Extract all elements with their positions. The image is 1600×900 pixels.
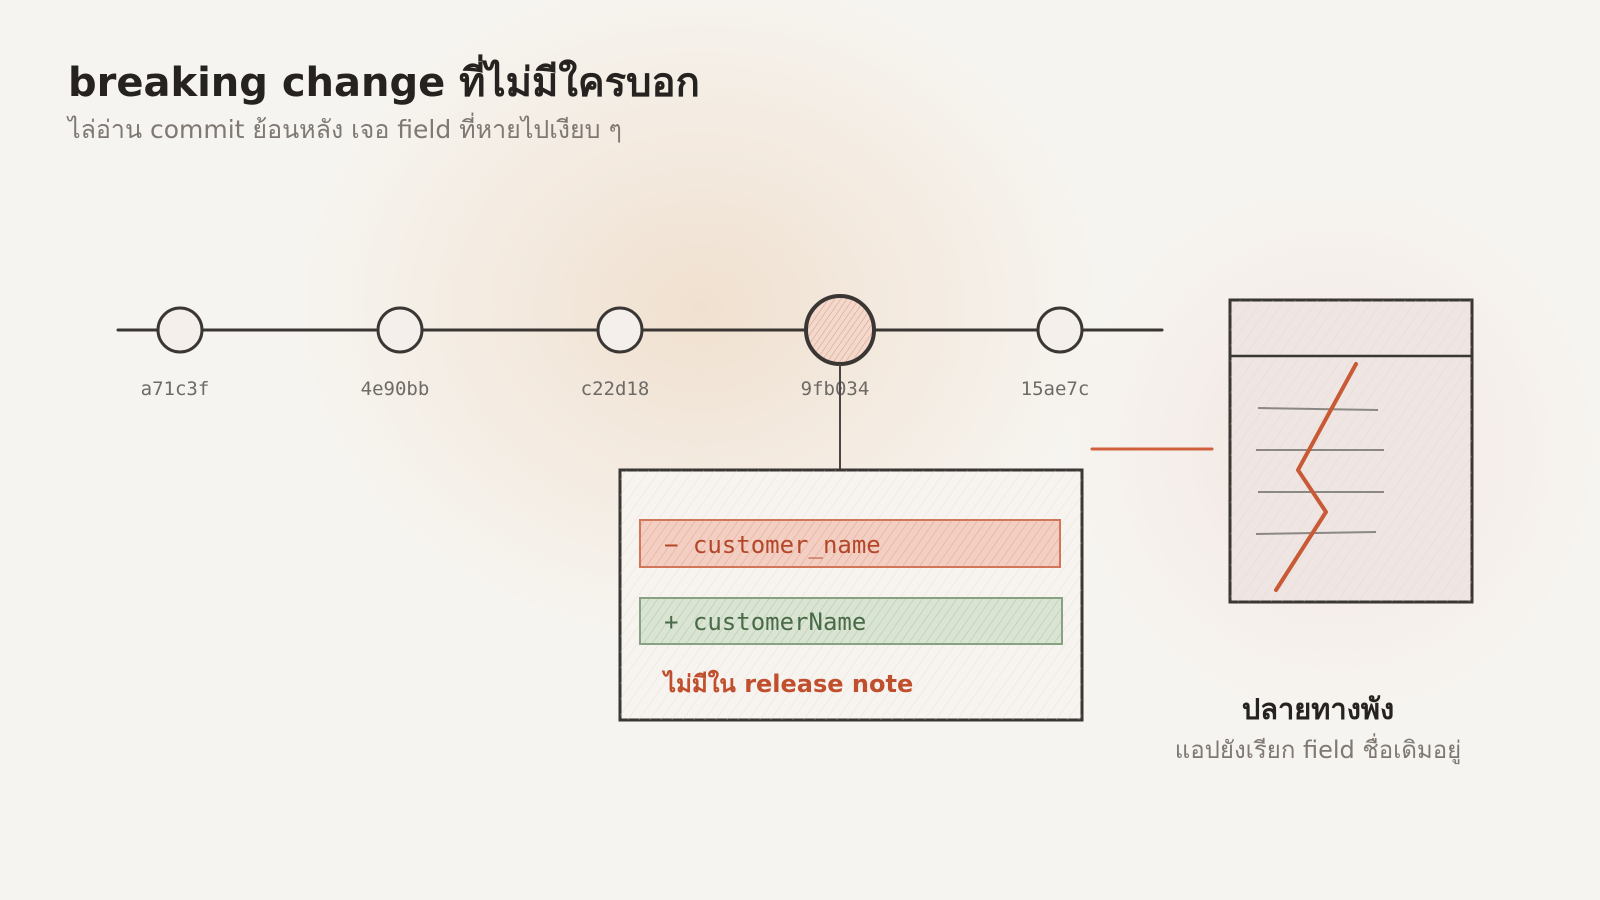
commit-hash-label: c22d18 (581, 378, 650, 400)
content-line (1255, 531, 1377, 535)
commit-node: 15ae7c (1021, 306, 1090, 400)
crack-icon (1274, 362, 1358, 592)
commit-hash-label: 4e90bb (361, 378, 430, 400)
commit-node-circle (596, 306, 644, 354)
slide-title: breaking change ที่ไม่มีใครบอก (68, 60, 700, 106)
commit-hash-label: a71c3f (141, 378, 210, 400)
downstream-title: ปลายทางพัง (1241, 692, 1395, 726)
diff-added-line: + customerName (664, 608, 866, 636)
slide-subtitle: ไล่อ่าน commit ย้อนหลัง เจอ field ที่หาย… (68, 115, 622, 144)
downstream-subtitle: แอปยังเรียก field ชื่อเดิมอยู่ (1174, 736, 1462, 764)
content-line (1257, 407, 1379, 411)
commit-node-circle (156, 306, 204, 354)
downstream-window (1228, 298, 1474, 604)
commit-nodes: a71c3f 4e90bb c22d18 9fb034 15ae7c (141, 294, 1090, 400)
diff-card: − customer_name + customerName ไม่มีใน r… (618, 468, 1084, 722)
commit-node: 4e90bb (361, 306, 430, 400)
commit-hash-label: 9fb034 (801, 378, 870, 400)
commit-node: 9fb034 (801, 294, 876, 400)
commit-node: a71c3f (141, 306, 210, 400)
diff-note: ไม่มีใน release note (661, 669, 913, 698)
commit-node-circle (376, 306, 424, 354)
commit-node-circle (1036, 306, 1084, 354)
diff-removed-line: − customer_name (664, 531, 881, 559)
commit-node: c22d18 (581, 306, 650, 400)
commit-hash-label: 15ae7c (1021, 378, 1090, 400)
